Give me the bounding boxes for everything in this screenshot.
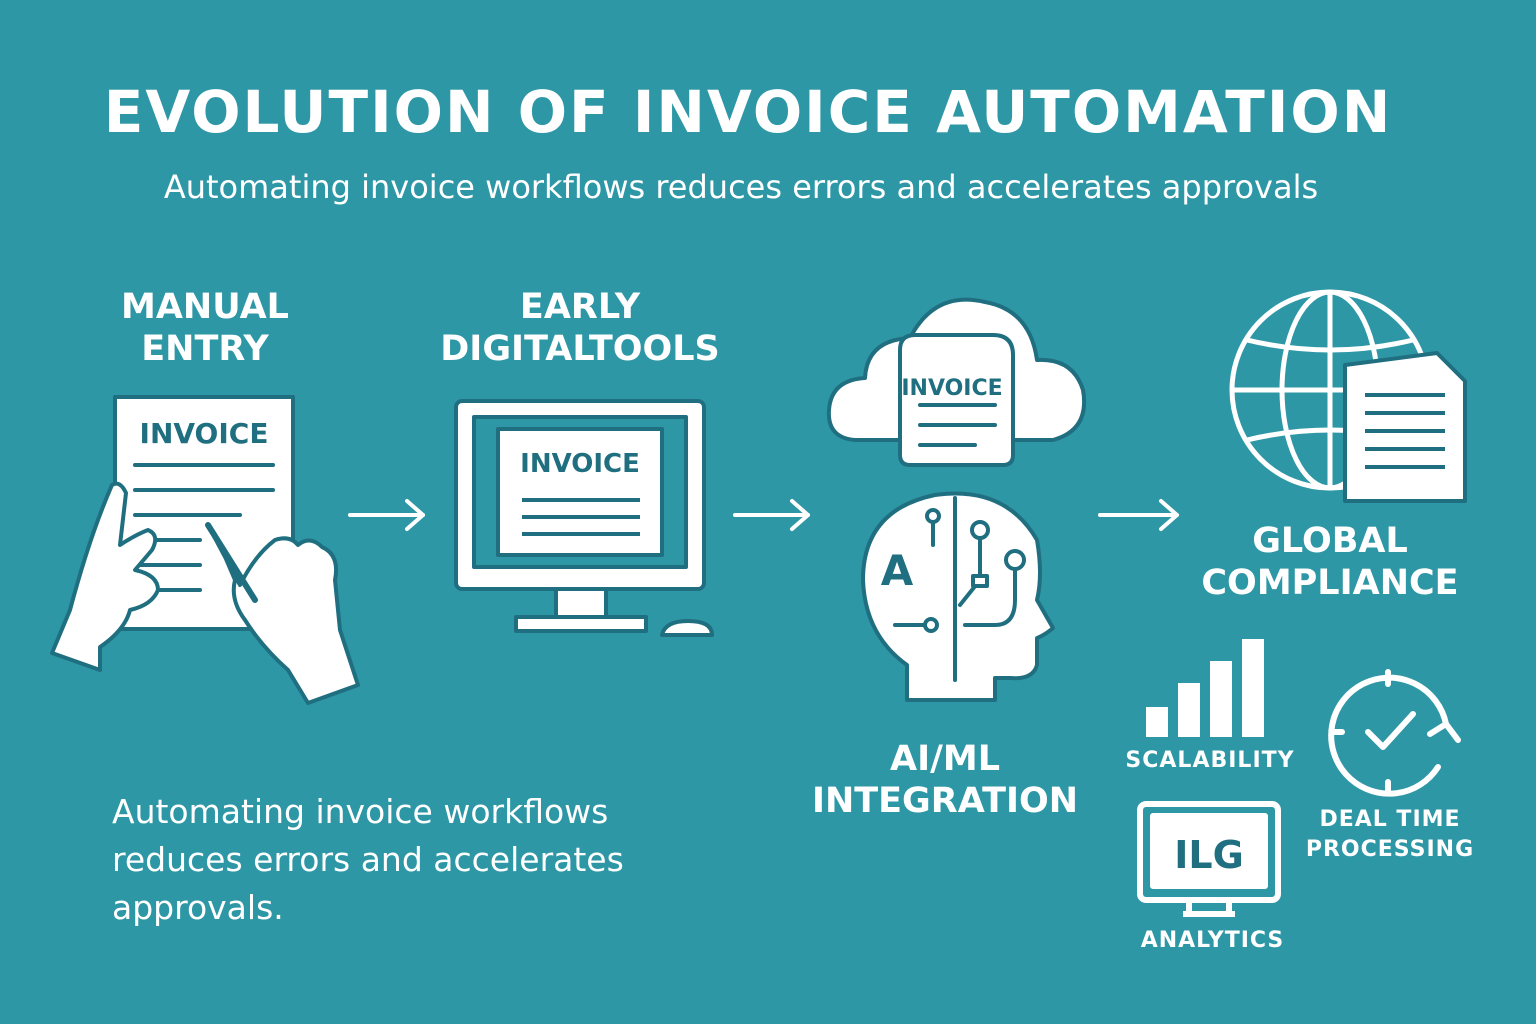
cloud-invoice-label: INVOICE xyxy=(901,376,1002,401)
stage-global-line1: GLOBAL xyxy=(1252,521,1408,561)
hands-writing-invoice-icon: INVOICE xyxy=(50,395,360,705)
globe-document-icon xyxy=(1229,289,1467,503)
stage-early-line2: DIGITALTOOLS xyxy=(440,329,720,369)
stage-manual-entry-label: MANUAL ENTRY xyxy=(80,286,330,370)
arrow-right-icon xyxy=(733,499,810,531)
summary-text: Automating invoice workflows reduces err… xyxy=(112,788,732,932)
computer-monitor-icon: INVOICE xyxy=(454,399,714,637)
stage-manual-line2: ENTRY xyxy=(141,329,269,369)
cloud-ai-head-icon: INVOICE A xyxy=(826,297,1087,702)
page-title: EVOLUTION OF INVOICE AUTOMATION xyxy=(103,78,1393,146)
arrow-right-icon xyxy=(348,499,425,531)
stage-ai-line1: AI/ML xyxy=(889,739,1001,779)
analytics-monitor-icon: ILG xyxy=(1137,801,1281,917)
digital-invoice-label: INVOICE xyxy=(520,449,640,479)
stage-early-digital-label: EARLY DIGITALTOOLS xyxy=(420,286,740,370)
arrow-right-icon xyxy=(1098,499,1179,531)
analytics-label: ANALYTICS xyxy=(1140,928,1285,953)
stage-global-compliance-label: GLOBAL COMPLIANCE xyxy=(1180,520,1480,604)
stage-ai-line2: INTEGRATION xyxy=(811,781,1079,821)
deal-time-line2: PROCESSING xyxy=(1305,836,1475,862)
ai-head-letter: A xyxy=(881,546,914,595)
stage-manual-line1: MANUAL xyxy=(121,287,289,327)
scalability-label: SCALABILITY xyxy=(1125,748,1295,773)
page-subtitle: Automating invoice workflows reduces err… xyxy=(163,168,1319,206)
deal-time-label: DEAL TIME PROCESSING xyxy=(1300,805,1480,864)
deal-time-line1: DEAL TIME xyxy=(1319,807,1461,832)
stage-ai-ml-label: AI/ML INTEGRATION xyxy=(800,738,1090,822)
stage-early-line1: EARLY xyxy=(519,287,641,327)
summary-line1: Automating invoice workflows xyxy=(112,792,609,831)
analytics-screen-text: ILG xyxy=(1174,833,1244,877)
summary-line3: approvals. xyxy=(112,887,284,927)
summary-line2: reduces errors and accelerates xyxy=(112,839,624,879)
bar-chart-icon xyxy=(1146,639,1264,737)
stopwatch-icon xyxy=(1328,669,1461,797)
manual-invoice-label: INVOICE xyxy=(140,417,269,450)
stage-global-line2: COMPLIANCE xyxy=(1201,563,1459,603)
